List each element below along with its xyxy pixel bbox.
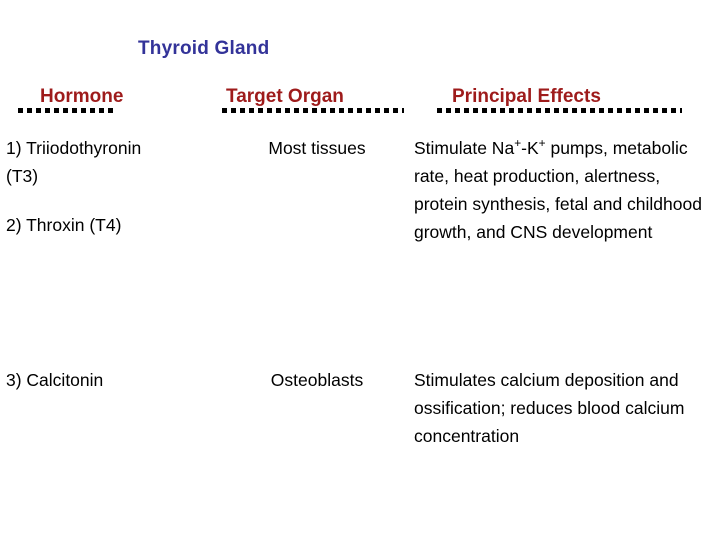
column-rule-hormone (18, 108, 116, 113)
column-header-hormone: Hormone (40, 86, 124, 107)
column-rule-principal-effects (437, 108, 682, 113)
table-row-2-principal-effects: Stimulates calcium deposition and ossifi… (414, 370, 685, 446)
effects-text-mid: -K (521, 138, 539, 158)
table-row-1-target-organ: Most tissues (268, 138, 366, 158)
hormone-name-t3-line2: (T3) (6, 166, 39, 186)
table-row-2-target-organ: Osteoblasts (270, 370, 364, 390)
table-row-1-principal-effects: Stimulate Na+-K+ pumps, metabolic rate, … (414, 134, 714, 246)
effects-text-rest: pumps, metabolic rate, heat production, … (414, 138, 702, 242)
table-row-2-hormone: 3) Calcitonin (6, 370, 104, 390)
superscript-plus-potassium: + (538, 136, 546, 151)
page-title: Thyroid Gland (138, 38, 270, 59)
table-row-1-hormone-primary: 1) Triiodothyronin (T3) (6, 134, 238, 190)
table-row-1-hormone-secondary: 2) Throxin (T4) (6, 215, 122, 235)
superscript-plus-sodium: + (514, 136, 522, 151)
column-rule-target-organ (222, 108, 404, 113)
column-header-principal-effects: Principal Effects (452, 86, 601, 107)
effects-text-prefix: Stimulate Na (414, 138, 515, 158)
column-header-target-organ: Target Organ (226, 86, 344, 107)
hormone-name-t3-line1: 1) Triiodothyronin (6, 138, 142, 158)
